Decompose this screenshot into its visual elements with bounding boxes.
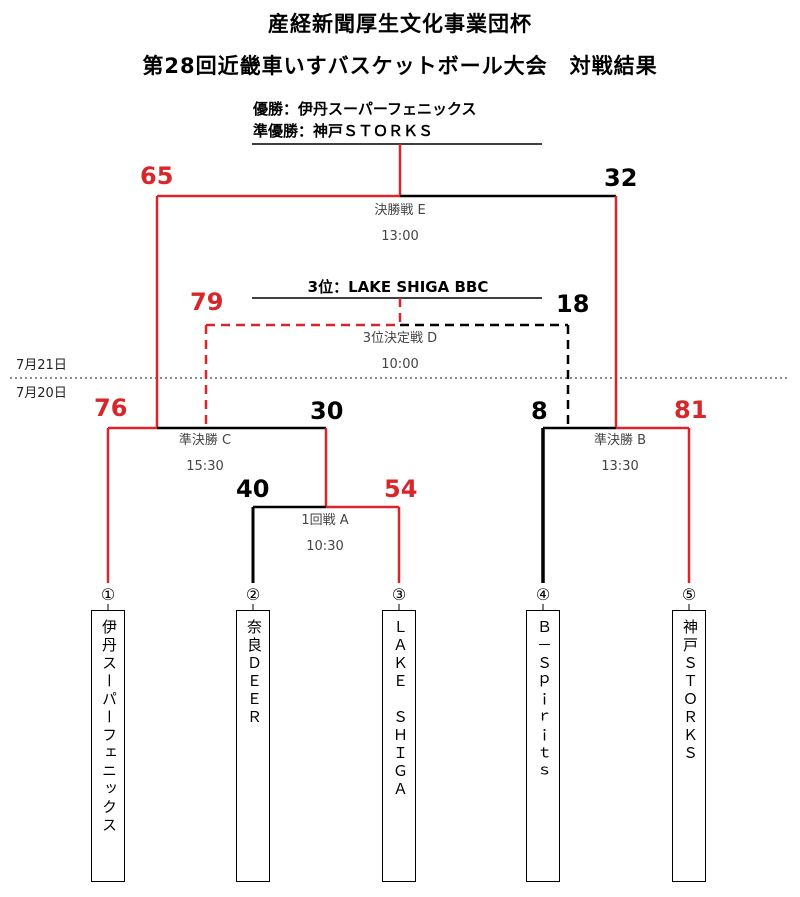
team-name: 奈良ＤＥＥＲ (245, 619, 263, 727)
round1-score-right: 54 (384, 475, 418, 503)
semi-c-match-info: 準決勝 C 15:30 (150, 428, 260, 480)
round1-score-left: 40 (236, 475, 270, 503)
semi-b-score-left: 8 (531, 397, 548, 425)
team-name: ＬＡＫＥ ＳＨＩＧＡ (391, 619, 409, 799)
final-match-info: 決勝戦 E 13:00 (340, 198, 460, 250)
semi-c-match-time: 15:30 (186, 459, 224, 474)
team-box-itami: 伊丹スーパーフェニックス (91, 610, 125, 882)
tournament-title: 産経新聞厚生文化事業団杯 (268, 12, 532, 36)
final-score-right: 32 (604, 164, 638, 192)
team-number: ② (245, 585, 261, 604)
semi-b-match-name: 準決勝 B (593, 433, 647, 448)
champion-label: 優勝：伊丹スーパーフェニックス (253, 100, 477, 118)
third-match-name: 3位決定戦 D (362, 331, 438, 346)
third-score-left: 79 (190, 288, 224, 316)
team-box-b-spirits: Ｂ－Ｓｐｉｒｉｔｓ (526, 610, 560, 882)
semi-b-match-info: 準決勝 B 13:30 (565, 428, 675, 480)
round1-match-time: 10:30 (306, 539, 344, 554)
team-name: 伊丹スーパーフェニックス (100, 619, 118, 835)
semi-b-score-right: 81 (674, 396, 708, 424)
tournament-subtitle: 第28回近畿車いすバスケットボール大会 対戦結果 (142, 54, 658, 78)
third-score-right: 18 (556, 290, 590, 318)
round1-match-info: 1回戦 A 10:30 (270, 508, 380, 560)
round1-match-name: 1回戦 A (301, 513, 349, 528)
final-score-left: 65 (140, 162, 174, 190)
date-label-day2: 7月21日 (16, 358, 67, 373)
team-name: 神戸ＳＴＯＲＫＳ (681, 619, 699, 763)
team-number: ④ (535, 585, 551, 604)
date-label-day1: 7月20日 (16, 386, 67, 401)
final-match-time: 13:00 (381, 229, 419, 244)
runner-up-label: 準優勝：神戸ＳＴＯＲＫＳ (253, 122, 434, 140)
semi-b-match-time: 13:30 (601, 459, 639, 474)
semi-c-score-left: 76 (94, 394, 128, 422)
semi-c-score-right: 30 (310, 397, 344, 425)
team-box-kobe: 神戸ＳＴＯＲＫＳ (672, 610, 706, 882)
team-box-nara: 奈良ＤＥＥＲ (236, 610, 270, 882)
semi-c-match-name: 準決勝 C (178, 433, 232, 448)
team-name: Ｂ－Ｓｐｉｒｉｔｓ (535, 619, 553, 781)
team-box-lake-shiga: ＬＡＫＥ ＳＨＩＧＡ (382, 610, 416, 882)
team-number: ① (100, 585, 116, 604)
team-number: ③ (391, 585, 407, 604)
final-match-name: 決勝戦 E (374, 203, 426, 218)
third-place-label: 3位：LAKE SHIGA BBC (307, 278, 489, 296)
team-number: ⑤ (681, 585, 697, 604)
third-match-info: 3位決定戦 D 10:00 (330, 326, 470, 378)
third-match-time: 10:00 (381, 357, 419, 372)
